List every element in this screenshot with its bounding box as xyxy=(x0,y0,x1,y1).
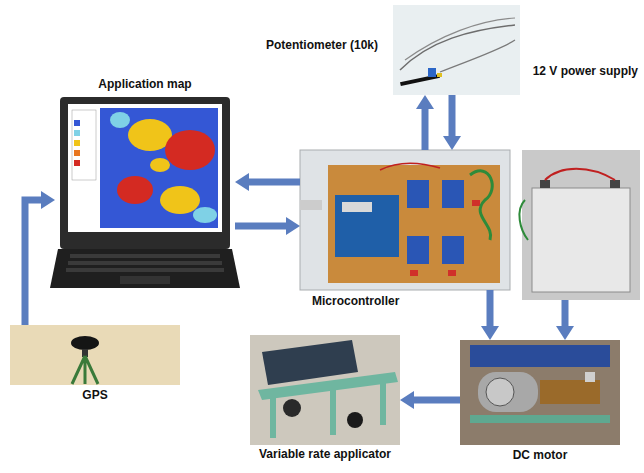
component-label: Variable rate applicator xyxy=(259,447,391,462)
flow-arrow xyxy=(25,200,41,325)
component-label: DC motor xyxy=(513,448,568,463)
flow-arrow xyxy=(422,109,429,150)
applicator-photo xyxy=(250,335,400,445)
potentiometer-node: Potentiometer (10k) xyxy=(393,5,520,95)
component-label: Potentiometer (10k) xyxy=(266,38,378,53)
applicator-node: Variable rate applicator xyxy=(250,335,400,445)
flow-arrow xyxy=(249,179,300,186)
microcontroller-photo xyxy=(300,150,510,290)
power-supply-node: 12 V power supply xyxy=(522,150,640,300)
laptop-map xyxy=(50,97,240,288)
potentiometer-photo xyxy=(393,5,520,95)
component-label: 12 V power supply xyxy=(533,64,638,79)
gps-photo xyxy=(10,325,180,385)
dc-motor-node: DC motor xyxy=(460,340,620,445)
component-label: Application map xyxy=(98,77,191,92)
flow-arrow xyxy=(562,300,569,326)
microcontroller-node: Microcontroller xyxy=(300,150,510,290)
power-supply-photo xyxy=(519,150,640,300)
component-label: Microcontroller xyxy=(312,294,399,309)
application-map-node: Application map xyxy=(55,95,235,290)
flow-arrow xyxy=(235,223,286,230)
flow-arrow xyxy=(414,397,460,404)
gps-node: GPS xyxy=(10,325,180,385)
flow-arrow xyxy=(449,95,456,136)
dc-motor-photo xyxy=(460,340,620,445)
component-label: GPS xyxy=(82,388,107,403)
flow-arrow xyxy=(487,290,494,326)
